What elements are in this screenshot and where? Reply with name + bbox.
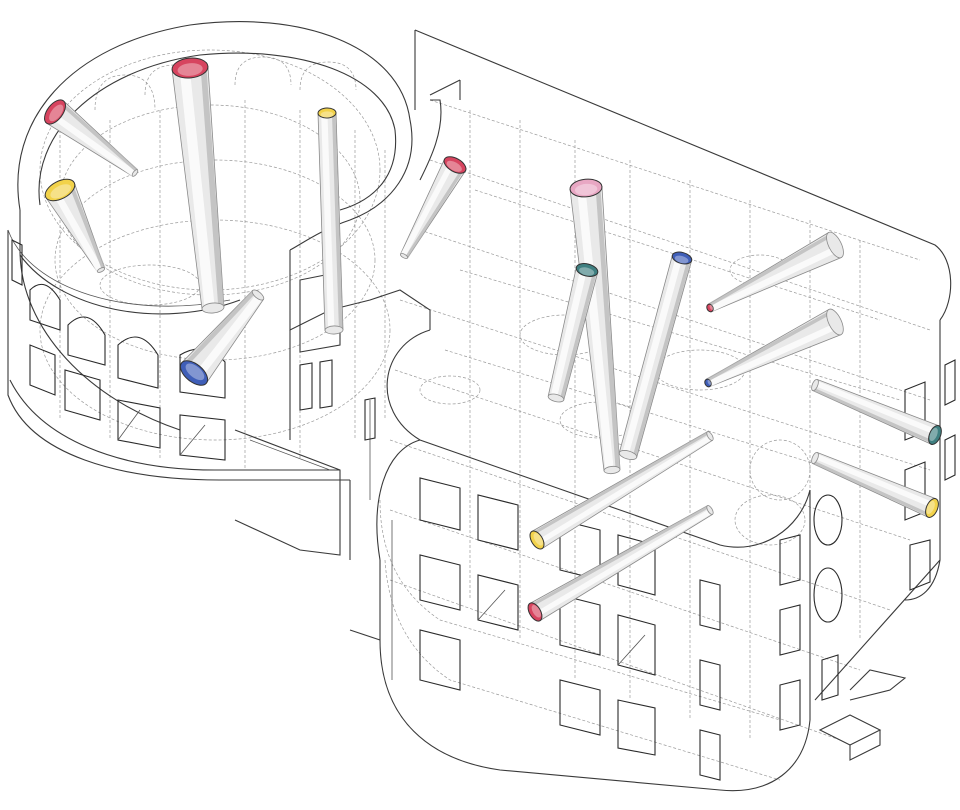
round-wing-tube-4-end xyxy=(131,169,139,177)
main-wing-tube-6 xyxy=(529,431,714,550)
round-wing-tube-5-opening xyxy=(44,178,76,202)
hinge-tube-1-end xyxy=(400,253,408,259)
main-wing-tube-7-end xyxy=(826,231,844,259)
main-wing-tube-1-opening xyxy=(569,178,603,198)
round-wing-tube-5 xyxy=(44,178,106,275)
main-wing-tube-4 xyxy=(527,505,714,622)
main-wing-tube-5-end xyxy=(826,308,844,336)
round-wing-tube-2-opening xyxy=(317,107,337,119)
main-wing-tube-2-opening xyxy=(575,263,599,277)
main-wing-tube-1-end xyxy=(603,465,621,475)
main-wing-tube-4-opening xyxy=(527,602,543,622)
round-wing-tube-3-end xyxy=(251,289,265,301)
main-wing-tube-3 xyxy=(618,251,693,460)
main-wing-tube-4-end xyxy=(706,505,714,515)
round-wing-tube-3-opening xyxy=(179,360,209,386)
main-wing-tube-5 xyxy=(704,308,844,388)
main-wing-tube-3-end xyxy=(618,450,638,460)
windows xyxy=(11,239,956,781)
main-wing-tube-3-opening xyxy=(671,251,693,265)
main-wing-tube-6-end xyxy=(706,431,714,441)
round-wing-tube-4 xyxy=(44,99,139,178)
round-wing-tube-1 xyxy=(171,57,225,314)
main-wing-tube-8-end xyxy=(811,378,819,392)
round-wing-tube-2 xyxy=(317,107,344,335)
round-wing-tube-1-end xyxy=(201,302,225,314)
light-tubes xyxy=(44,57,942,622)
main-wing-tube-1 xyxy=(569,178,621,475)
main-wing-tube-7 xyxy=(706,231,844,313)
main-wing-tube-9-end xyxy=(811,451,819,465)
round-wing-tube-1-opening xyxy=(171,57,209,79)
main-wing-tube-2-end xyxy=(547,393,565,403)
round-wing-tube-3 xyxy=(179,289,265,386)
main-wing-tube-9 xyxy=(811,451,939,518)
main-wing-tube-8-opening xyxy=(928,425,942,445)
main-wing-tube-9-opening xyxy=(925,498,939,518)
main-wing-tube-2 xyxy=(547,263,599,403)
main-wing-tube-6-opening xyxy=(529,530,545,550)
main-wing-tube-5-opening xyxy=(704,378,712,388)
main-wing-tube-7-opening xyxy=(706,303,714,313)
round-wing-tube-5-end xyxy=(96,267,106,273)
round-wing-tube-2-end xyxy=(324,325,344,335)
hinge-tube-1 xyxy=(399,156,467,259)
main-wing-tube-8 xyxy=(811,378,942,445)
round-wing-tube-4-opening xyxy=(44,99,66,125)
hidden-structure xyxy=(39,49,931,781)
hinge-tube-1-opening xyxy=(443,156,467,174)
